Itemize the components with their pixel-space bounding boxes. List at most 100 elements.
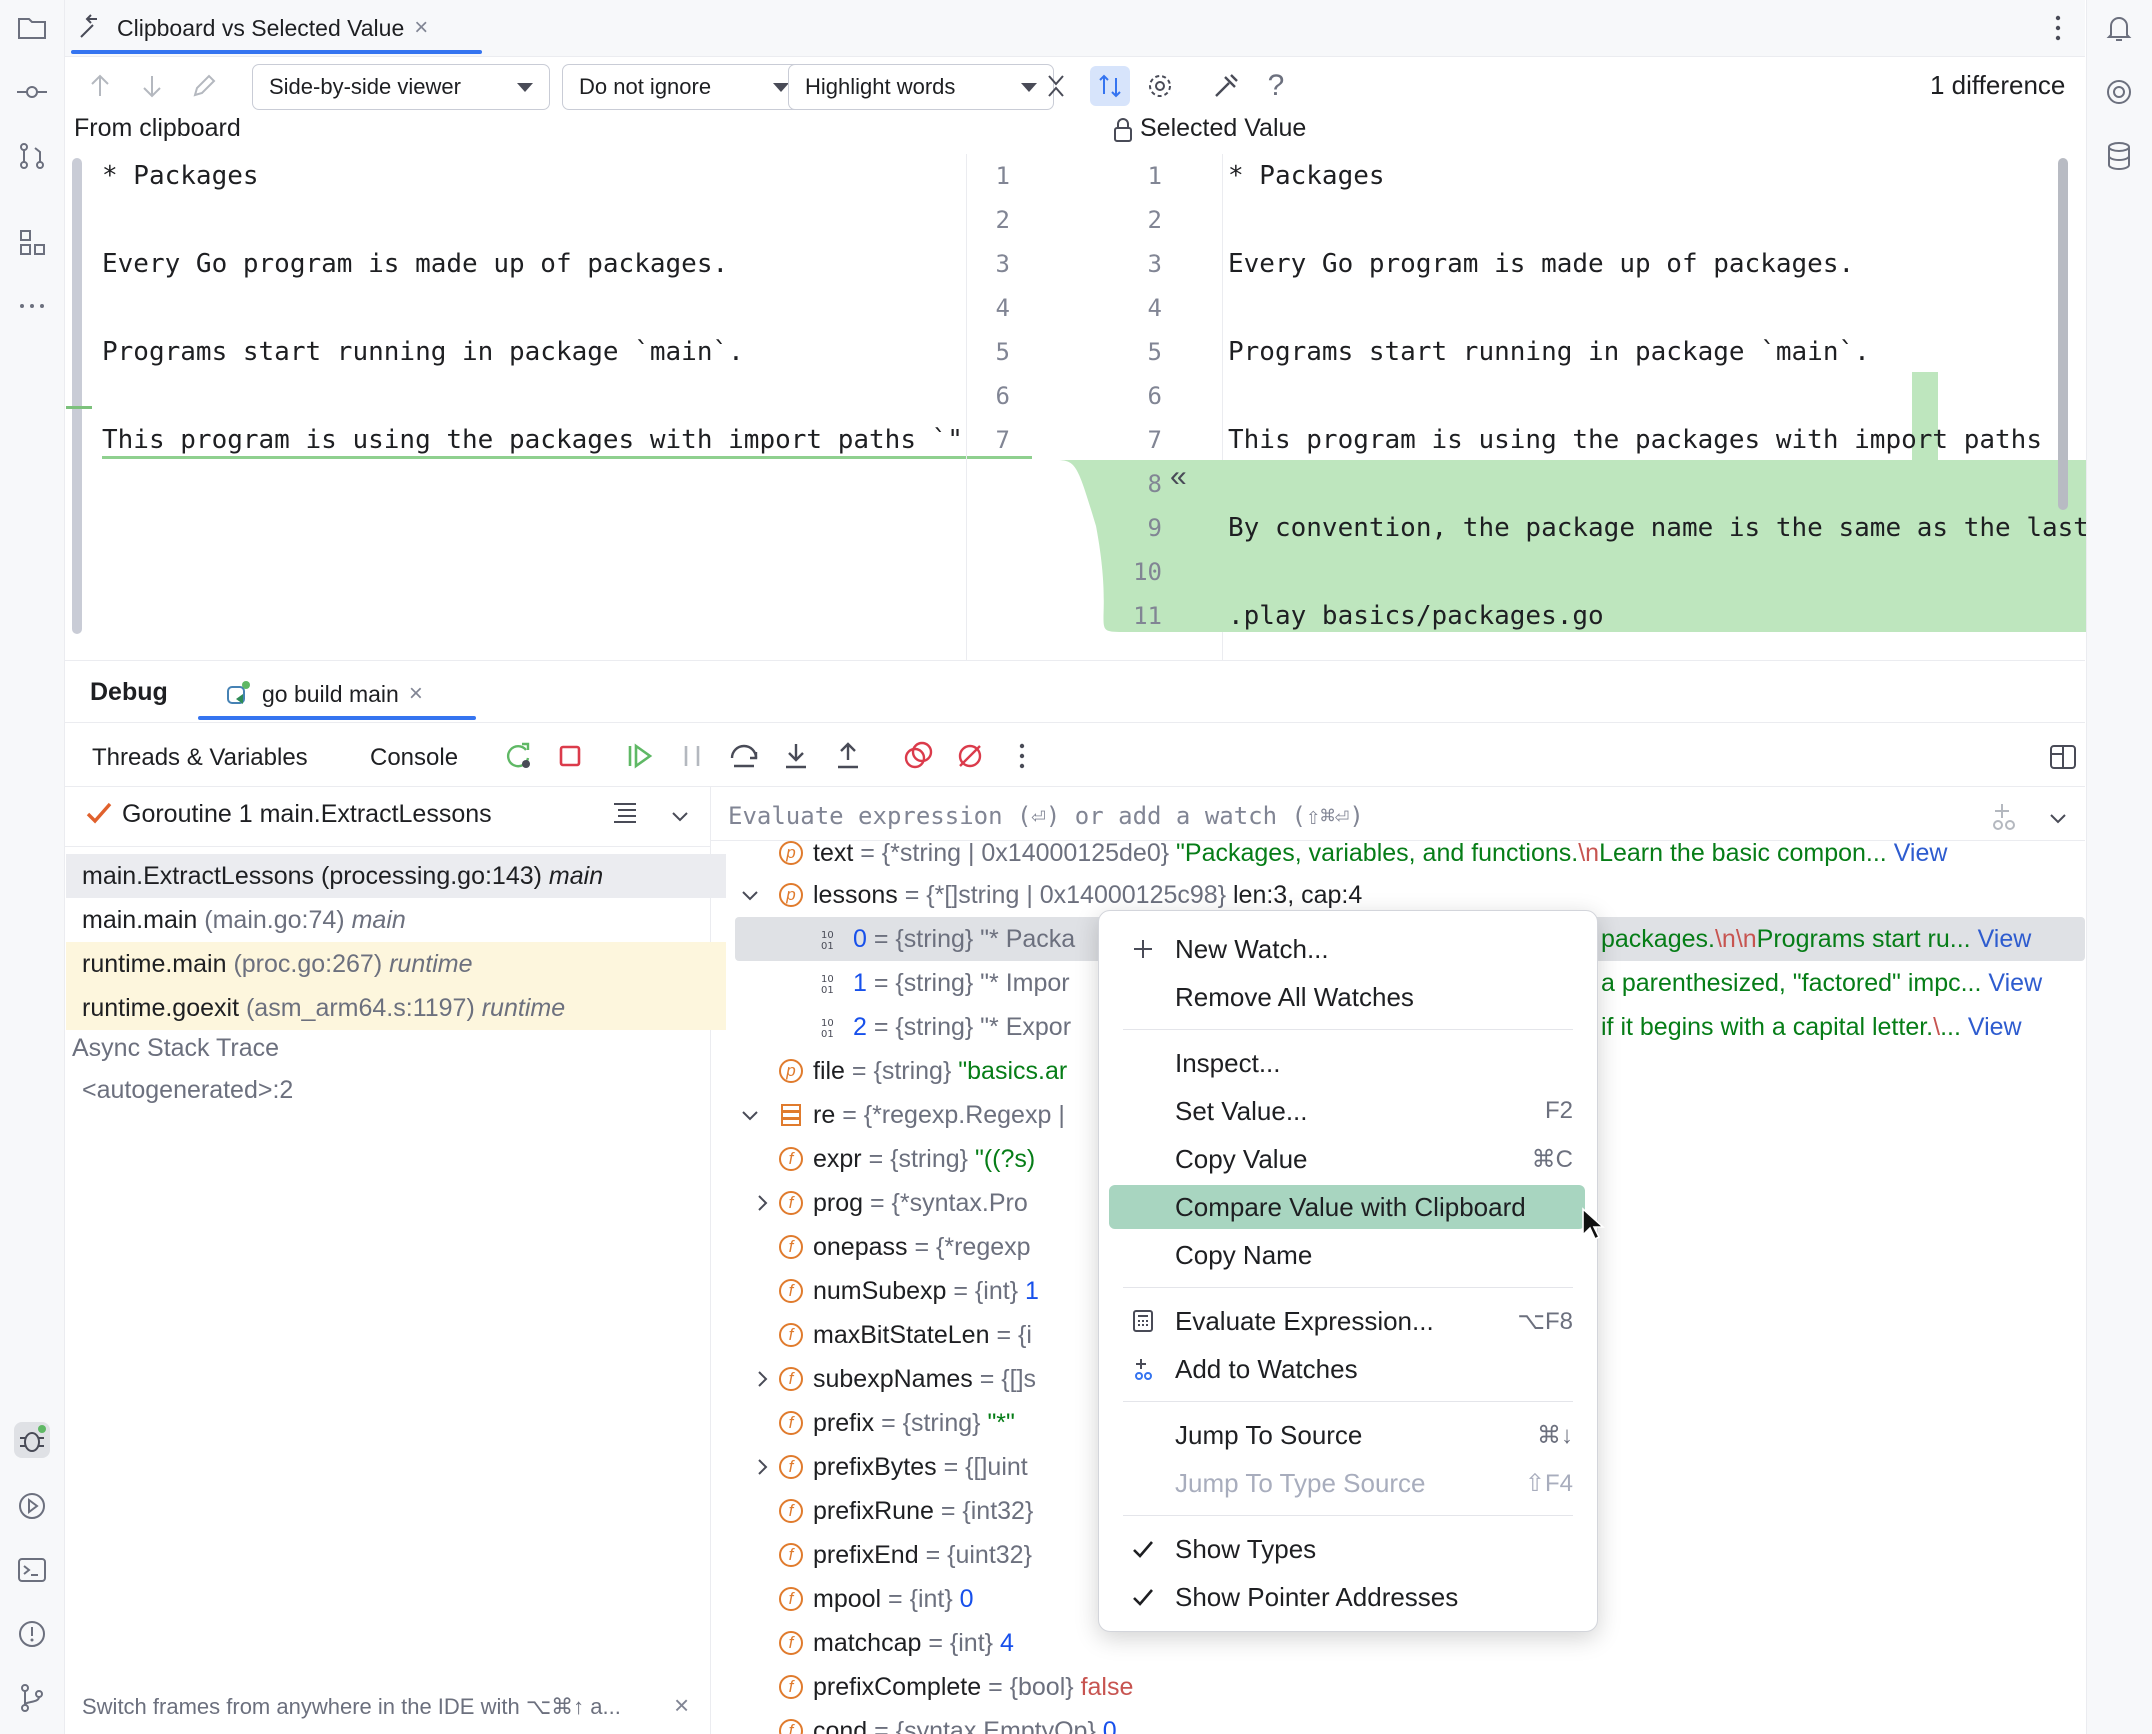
field-row[interactable]: fcond = {syntax.EmptyOp} 0 xyxy=(779,1709,1117,1734)
code-line[interactable]: * Packages xyxy=(1228,154,2086,198)
edit-icon[interactable] xyxy=(184,66,224,106)
step-into-icon[interactable] xyxy=(778,738,814,774)
field-row[interactable]: fmatchcap = {int} 4 xyxy=(779,1621,1014,1665)
accept-change-icon[interactable]: « xyxy=(1170,460,1187,494)
menu-item-jump-to-source[interactable]: Jump To Source⌘↓ xyxy=(1109,1413,1585,1457)
viewer-dropdown[interactable]: Side-by-side viewer xyxy=(252,64,550,110)
field-row[interactable]: fmpool = {int} 0 xyxy=(779,1577,974,1621)
settings-gear-icon[interactable] xyxy=(1140,66,1180,106)
tab-threads-variables[interactable]: Threads & Variables xyxy=(92,744,308,772)
code-line[interactable]: Every Go program is made up of packages. xyxy=(102,242,728,286)
variable-row[interactable]: p file = {string} "basics.ar xyxy=(779,1049,1067,1093)
highlight-dropdown[interactable]: Highlight words xyxy=(788,64,1054,110)
mute-breakpoints-icon[interactable] xyxy=(952,738,988,774)
menu-item-copy-name[interactable]: Copy Name xyxy=(1109,1233,1585,1277)
next-difference-icon[interactable] xyxy=(132,66,172,106)
field-row[interactable]: fprefixEnd = {uint32} xyxy=(779,1533,1039,1577)
ignore-dropdown[interactable]: Do not ignore xyxy=(562,64,806,110)
variable-row[interactable]: 10012 = {string} "* Expor xyxy=(819,1005,1071,1049)
async-frame[interactable]: <autogenerated>:2 xyxy=(82,1076,293,1105)
menu-item-new-watch[interactable]: New Watch... xyxy=(1109,927,1585,971)
field-row[interactable]: fonepass = {*regexp xyxy=(779,1225,1038,1269)
variable-row[interactable]: 10010 = {string} "* Packa xyxy=(819,917,1075,961)
menu-item-copy-value[interactable]: Copy Value⌘C xyxy=(1109,1137,1585,1181)
git-icon[interactable] xyxy=(14,1680,50,1716)
field-row[interactable]: fprefixComplete = {bool} false xyxy=(779,1665,1133,1709)
step-out-icon[interactable] xyxy=(830,738,866,774)
pause-icon[interactable] xyxy=(674,738,710,774)
stack-frame[interactable]: main.main (main.go:74) main xyxy=(66,898,726,942)
tab-diff[interactable]: Clipboard vs Selected Value × xyxy=(77,10,428,46)
field-row[interactable]: fexpr = {string} "((?s) xyxy=(779,1137,1035,1181)
more-icon[interactable] xyxy=(14,288,50,324)
menu-item-remove-all-watches[interactable]: Remove All Watches xyxy=(1109,975,1585,1019)
code-line[interactable]: By convention, the package name is the s… xyxy=(1228,506,2086,550)
field-row[interactable]: fprog = {*syntax.Pro xyxy=(779,1181,1035,1225)
code-line[interactable]: Every Go program is made up of packages. xyxy=(1228,242,2086,286)
field-row[interactable]: fprefix = {string} "*" xyxy=(779,1401,1015,1445)
field-row[interactable]: fprefixBytes = {[]uint xyxy=(779,1445,1035,1489)
rerun-icon[interactable] xyxy=(500,738,536,774)
ai-assistant-icon[interactable] xyxy=(2101,74,2137,110)
view-breakpoints-icon[interactable] xyxy=(900,738,936,774)
stack-frame[interactable]: runtime.goexit (asm_arm64.s:1197) runtim… xyxy=(66,986,726,1030)
variable-row[interactable]: 10011 = {string} "* Impor xyxy=(819,961,1070,1005)
step-over-icon[interactable] xyxy=(726,738,762,774)
thread-selector[interactable]: Goroutine 1 main.ExtractLessons xyxy=(122,800,492,829)
menu-item-show-pointer-addresses[interactable]: Show Pointer Addresses xyxy=(1109,1575,1585,1619)
chevron-down-icon[interactable] xyxy=(739,884,779,906)
code-line[interactable]: Programs start running in package `main`… xyxy=(1228,330,2086,374)
stack-frame[interactable]: main.ExtractLessons (processing.go:143) … xyxy=(66,854,726,898)
chevron-right-icon[interactable] xyxy=(751,1368,773,1390)
close-icon[interactable]: × xyxy=(414,14,428,42)
layout-icon[interactable] xyxy=(2046,740,2080,774)
more-icon[interactable] xyxy=(2040,10,2076,46)
collapse-unchanged-icon[interactable] xyxy=(1036,66,1076,106)
variable-row[interactable]: re = {*regexp.Regexp | xyxy=(739,1093,1065,1137)
code-line[interactable]: This program is using the packages with … xyxy=(1228,418,2086,462)
menu-item-compare-value-with-clipboard[interactable]: Compare Value with Clipboard xyxy=(1109,1185,1585,1229)
filter-frames-icon[interactable] xyxy=(610,798,640,828)
tools-icon[interactable] xyxy=(1206,66,1246,106)
field-row[interactable]: fmaxBitStateLen = {i xyxy=(779,1313,1039,1357)
help-icon[interactable]: ? xyxy=(1256,66,1296,106)
stop-icon[interactable] xyxy=(552,738,588,774)
chevron-right-icon[interactable] xyxy=(751,1456,773,1478)
chevron-down-icon[interactable] xyxy=(2046,806,2070,830)
run-icon[interactable] xyxy=(14,1488,50,1524)
menu-item-add-to-watches[interactable]: Add to Watches xyxy=(1109,1347,1585,1391)
tab-console[interactable]: Console xyxy=(370,744,458,772)
resume-icon[interactable] xyxy=(622,738,658,774)
menu-item-set-value[interactable]: Set Value...F2 xyxy=(1109,1089,1585,1133)
variable-row[interactable]: p text = {*string | 0x14000125de0} "Pack… xyxy=(779,841,1947,875)
close-icon[interactable]: × xyxy=(409,680,423,708)
commit-icon[interactable] xyxy=(14,74,50,110)
debug-icon[interactable] xyxy=(14,1422,50,1458)
menu-item-evaluate-expression[interactable]: Evaluate Expression...⌥F8 xyxy=(1109,1299,1585,1343)
menu-item-show-types[interactable]: Show Types xyxy=(1109,1527,1585,1571)
structure-icon[interactable] xyxy=(14,224,50,260)
sync-scroll-icon[interactable] xyxy=(1090,66,1130,106)
left-scrollbar[interactable] xyxy=(72,158,82,634)
close-icon[interactable]: × xyxy=(674,1690,689,1721)
database-icon[interactable] xyxy=(2101,138,2137,174)
evaluate-input[interactable]: Evaluate expression (⏎) or add a watch (… xyxy=(728,802,1364,830)
field-row[interactable]: fprefixRune = {int32} xyxy=(779,1489,1040,1533)
menu-item-inspect[interactable]: Inspect... xyxy=(1109,1041,1585,1085)
menu-item-jump-to-type-source[interactable]: Jump To Type Source⇧F4 xyxy=(1109,1461,1585,1505)
code-line[interactable]: * Packages xyxy=(102,154,259,198)
code-line[interactable]: Programs start running in package `main`… xyxy=(102,330,744,374)
folder-icon[interactable] xyxy=(14,10,50,46)
problems-icon[interactable] xyxy=(14,1616,50,1652)
code-line[interactable]: This program is using the packages with … xyxy=(102,418,963,462)
code-line[interactable]: .play basics/packages.go xyxy=(1228,594,2086,638)
field-row[interactable]: fsubexpNames = {[]s xyxy=(779,1357,1043,1401)
stack-frame[interactable]: runtime.main (proc.go:267) runtime xyxy=(66,942,726,986)
notifications-icon[interactable] xyxy=(2101,10,2137,46)
chevron-right-icon[interactable] xyxy=(751,1192,773,1214)
pull-requests-icon[interactable] xyxy=(14,138,50,174)
chevron-down-icon[interactable] xyxy=(668,804,692,828)
field-row[interactable]: fnumSubexp = {int} 1 xyxy=(779,1269,1039,1313)
terminal-icon[interactable] xyxy=(14,1552,50,1588)
add-watch-icon[interactable] xyxy=(1988,800,2020,832)
